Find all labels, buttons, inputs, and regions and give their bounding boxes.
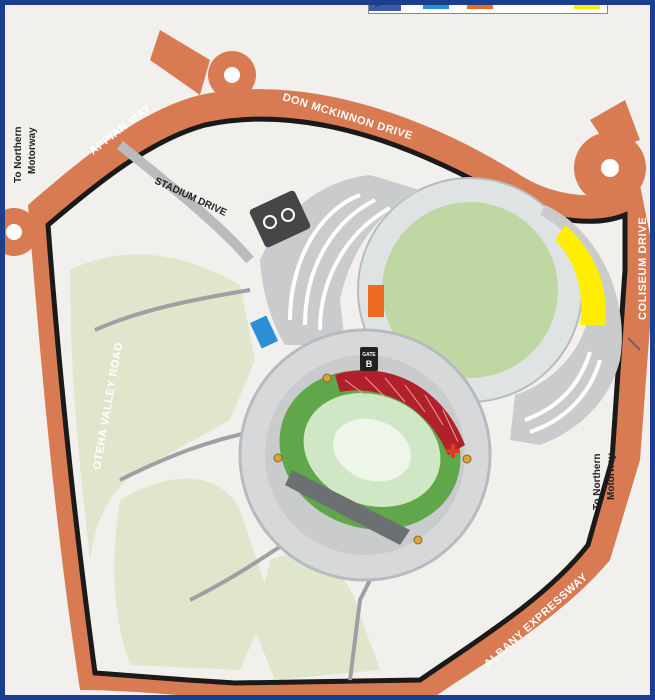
east-stand-yellow-section: [555, 225, 606, 325]
gate-label: GATE: [362, 352, 376, 358]
direction-north-right: To Northern Motorway: [592, 453, 617, 510]
medical-cross-icon: [446, 444, 460, 458]
green-area-south: [255, 554, 380, 680]
stadium-drive-road: [116, 141, 254, 264]
legend: [368, 0, 608, 14]
direction-north-right-line1: To Northern: [592, 454, 603, 510]
legend-swatch-orange: [467, 0, 493, 9]
orange-marker: [368, 285, 384, 317]
direction-north-top-line2: Motorway: [27, 127, 38, 174]
gate-b-icon: GATE B: [360, 347, 378, 371]
north-stand-rows: [288, 193, 391, 331]
legend-canvas: [369, 0, 600, 11]
direction-north-top-line1: To Northern: [13, 127, 24, 183]
east-stand-rows: [524, 351, 602, 434]
green-area-west: [70, 254, 255, 560]
footpath-1: [94, 288, 251, 332]
coliseum-arrow-icon: [627, 337, 641, 351]
coliseum-drive-label: COLISEUM DRIVE: [637, 217, 649, 320]
legend-swatch-yellow: [574, 0, 600, 9]
roundabout-top: [208, 51, 256, 99]
covered-stand-truss: [344, 376, 459, 443]
roundabout-right: [574, 132, 646, 204]
roundabout-left: [0, 208, 38, 256]
right-spur-road: [590, 100, 640, 150]
legend-swatch-navy: [369, 0, 401, 11]
gate-markers: [273, 373, 472, 545]
south-seating: [285, 470, 410, 545]
legend-swatch-blue: [423, 0, 449, 9]
main-stadium: [238, 328, 492, 582]
top-spur-road: [150, 30, 210, 95]
blue-marker: [249, 315, 279, 349]
green-area-southwest: [114, 478, 270, 670]
direction-north-right-line2: Motorway: [606, 453, 617, 500]
direction-north-top: To Northern Motorway: [13, 127, 38, 183]
toilet-icon: [249, 190, 311, 248]
gate-number: B: [366, 359, 373, 369]
